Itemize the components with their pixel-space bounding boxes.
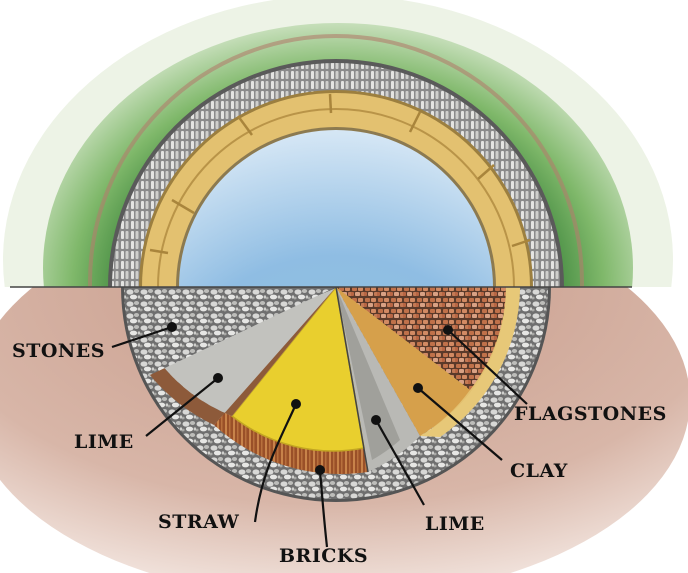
label-lime-left: LIME: [74, 431, 134, 453]
label-stones: STONES: [12, 340, 105, 362]
label-lime-right: LIME: [425, 513, 485, 535]
label-straw: STRAW: [158, 511, 239, 533]
label-flagstones: FLAGSTONES: [514, 403, 667, 425]
label-bricks: BRICKS: [279, 545, 368, 567]
label-clay: CLAY: [510, 460, 568, 482]
